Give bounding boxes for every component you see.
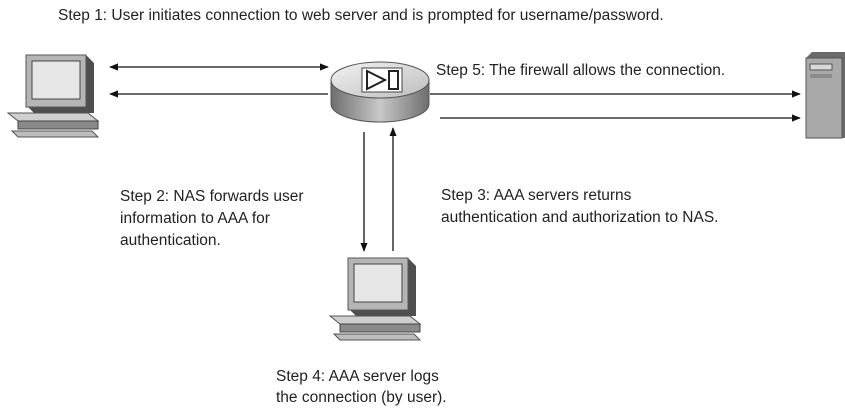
step3-line2: authentication and authorization to NAS. [441,209,719,226]
firewall-nas-icon [330,61,430,123]
step4-line2: the connection (by user). [276,389,447,406]
step2-line2: information to AAA for [120,210,270,227]
step2-line1: Step 2: NAS forwards user [120,188,304,205]
step3-line1: Step 3: AAA servers returns [441,187,632,204]
web-server-icon [805,52,845,139]
step1-label: Step 1: User initiates connection to web… [58,7,664,24]
step4-line1: Step 4: AAA server logs [276,368,439,385]
arrows [109,63,801,252]
step5-label: Step 5: The firewall allows the connecti… [436,62,726,79]
aaa-server-pc-icon [328,257,422,341]
user-pc-icon [6,54,100,138]
step2-line3: authentication. [120,232,221,249]
